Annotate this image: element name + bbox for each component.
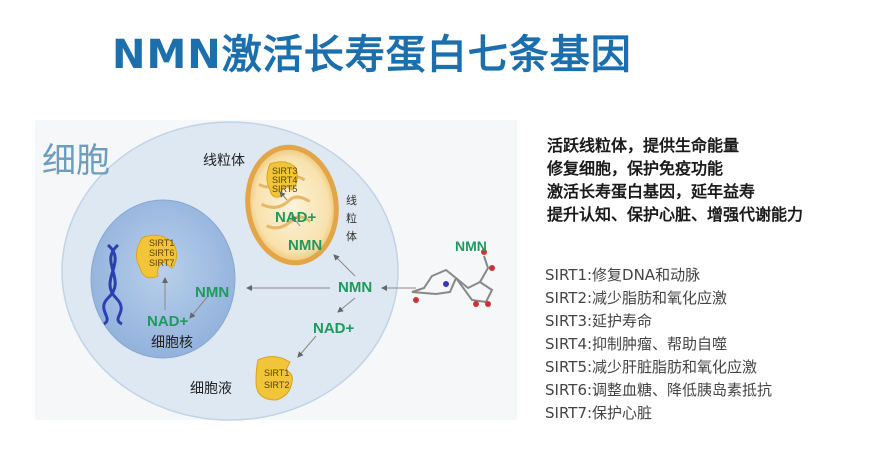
benefit-item: 活跃线粒体，提供生命能量 bbox=[547, 136, 740, 155]
arrow bbox=[297, 335, 317, 358]
cytosol-sirt-protein bbox=[255, 356, 293, 401]
benefit-item: 激活长寿蛋白基因，延年益寿 bbox=[547, 182, 756, 201]
nucleus-nmn: NMN bbox=[195, 284, 229, 301]
sirt-label: SIRT4 bbox=[272, 175, 297, 185]
sirt-function-item: SIRT1:修复DNA和动脉 bbox=[545, 266, 701, 284]
nucleus-nad: NAD+ bbox=[147, 313, 188, 330]
benefit-item: 修复细胞，保护免疫功能 bbox=[547, 159, 724, 178]
sirt-label: SIRT6 bbox=[149, 248, 174, 258]
mito-nad: NAD+ bbox=[275, 209, 316, 226]
benefits-list: 活跃线粒体，提供生命能量 修复细胞，保护免疫功能 激活长寿蛋白基因，延年益寿 提… bbox=[547, 134, 803, 226]
mito-sirt-protein bbox=[266, 161, 298, 198]
sirt-label: SIRT1 bbox=[264, 368, 289, 378]
cell-label: 细胞 bbox=[42, 141, 110, 181]
arrow bbox=[279, 191, 288, 201]
nucleus-sirt-protein bbox=[136, 234, 178, 279]
arrow bbox=[333, 254, 356, 277]
sirt-label: SIRT2 bbox=[264, 380, 289, 390]
page-title: NMN激活长寿蛋白七条基因 bbox=[112, 32, 632, 78]
nucleus-label: 细胞核 bbox=[151, 335, 193, 351]
sirt-label: SIRT5 bbox=[272, 184, 297, 194]
mito-nmn: NMN bbox=[288, 237, 322, 254]
benefit-item: 提升认知、保护心脏、增强代谢能力 bbox=[547, 205, 804, 224]
arrow bbox=[189, 295, 209, 319]
nmn-molecule bbox=[411, 249, 495, 307]
cytosol-label: 细胞液 bbox=[190, 381, 232, 397]
sirt-function-item: SIRT3:延护寿命 bbox=[545, 312, 653, 330]
sirt-label: SIRT7 bbox=[149, 258, 174, 268]
mito-label: 线粒体 bbox=[203, 153, 245, 169]
sirt-function-item: SIRT5:减少肝脏脂肪和氧化应激 bbox=[545, 358, 758, 376]
mito-label-vertical: 线 bbox=[346, 193, 357, 207]
sirt-function-item: SIRT6:调整血糖、降低胰岛素抵抗 bbox=[545, 381, 773, 399]
mito-label-vertical: 粒 bbox=[346, 211, 357, 225]
sirt-function-item: SIRT4:抑制肿瘤、帮助自噬 bbox=[545, 335, 728, 353]
arrow bbox=[291, 215, 301, 227]
sirt-function-item: SIRT7:保护心脏 bbox=[545, 404, 653, 422]
sirt-label: SIRT1 bbox=[149, 238, 174, 248]
dna-icon bbox=[102, 243, 123, 326]
sirt-function-item: SIRT2:减少脂肪和氧化应激 bbox=[545, 289, 728, 307]
sirt-label: SIRT3 bbox=[272, 166, 297, 176]
mito-label-vertical: 体 bbox=[346, 229, 357, 243]
sirt-function-list: SIRT1:修复DNA和动脉 SIRT2:减少脂肪和氧化应激 SIRT3:延护寿… bbox=[545, 264, 772, 425]
outer-nmn: NMN bbox=[455, 238, 487, 254]
center-nmn: NMN bbox=[338, 279, 372, 296]
cytosol-nad: NAD+ bbox=[313, 320, 354, 337]
arrow bbox=[337, 297, 356, 313]
